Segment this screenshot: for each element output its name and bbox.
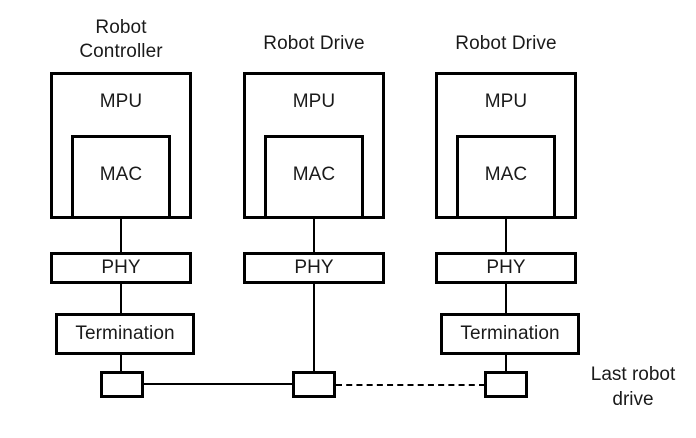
bus-segment-solid [143,383,293,385]
phy-box-robot-drive-1: PHY [243,252,385,284]
bus-tap-robot-controller [100,371,144,398]
connector-mpu-to-phy-1 [120,218,122,253]
connector-phy-to-termination-3 [505,283,507,314]
column-title-robot-drive-1: Robot Drive [263,33,365,54]
connector-mpu-to-phy-3 [505,218,507,253]
connector-termination-to-tap-3 [505,354,507,372]
mac-box-robot-drive-1: MAC [264,135,364,219]
mac-label: MAC [292,164,336,185]
connector-phy-to-termination-1 [120,283,122,314]
column-title-robot-drive-last: Robot Drive [455,33,557,54]
phy-label: PHY [101,257,141,278]
termination-box-robot-controller: Termination [55,313,195,355]
bus-tap-robot-drive-1 [292,371,336,398]
bus-tap-robot-drive-last [484,371,528,398]
column-title-robot-controller: Robot Controller [79,17,163,62]
connector-mpu-to-phy-2 [313,218,315,253]
connector-phy-to-tap-2 [313,283,315,372]
termination-label: Termination [75,323,175,344]
mac-label: MAC [484,164,528,185]
mac-box-robot-drive-last: MAC [456,135,556,219]
phy-box-robot-controller: PHY [50,252,192,284]
bus-segment-dashed [336,384,485,386]
termination-box-robot-drive-last: Termination [440,313,580,355]
phy-label: PHY [294,257,334,278]
phy-box-robot-drive-last: PHY [435,252,577,284]
last-robot-drive-note: Last robot drive [590,364,676,410]
mpu-label: MPU [292,91,336,112]
mac-box-robot-controller: MAC [71,135,171,219]
phy-label: PHY [486,257,526,278]
mpu-label: MPU [484,91,528,112]
termination-label: Termination [460,323,560,344]
mac-label: MAC [99,164,143,185]
mpu-label: MPU [99,91,143,112]
connector-termination-to-tap-1 [120,354,122,372]
